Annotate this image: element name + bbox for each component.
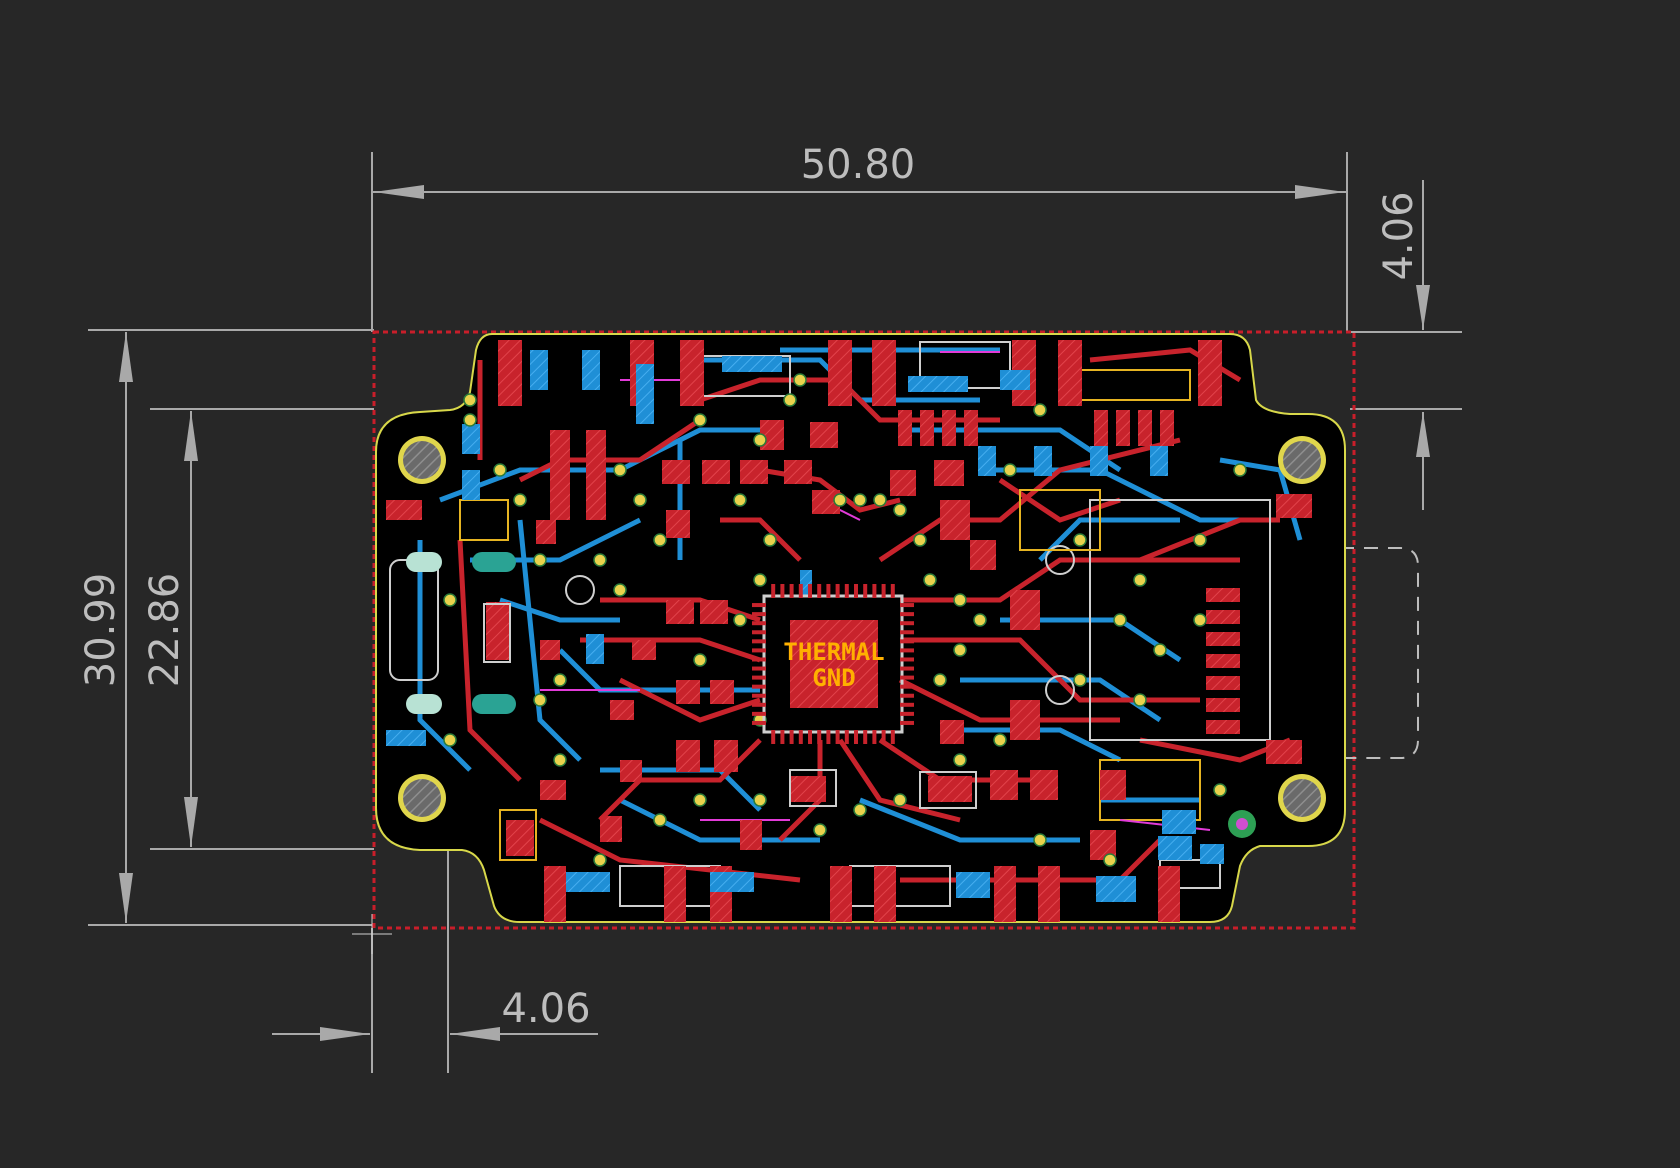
dimension-top-offset-label: 4.06	[1376, 191, 1422, 280]
mcu-pin	[835, 584, 840, 598]
mounting-holes	[398, 436, 1326, 838]
mcu-pin	[752, 612, 766, 617]
mcu-pin	[798, 584, 803, 598]
dimension-top-offset[interactable]: 4.06	[1350, 180, 1462, 510]
mcu-pin	[872, 730, 877, 744]
mcu-pin	[780, 584, 785, 598]
chip-label-line2: GND	[812, 664, 855, 692]
mcu-pin	[900, 666, 914, 671]
dimension-inner-height[interactable]: 22.86	[142, 408, 374, 850]
dimension-board-width-label: 50.80	[801, 142, 916, 188]
mcu-pin	[808, 584, 812, 598]
mcu-pin	[752, 603, 766, 608]
keepout-frame	[372, 330, 1356, 930]
mcu-pin	[752, 639, 766, 644]
mcu-pin	[854, 730, 858, 744]
mcu-pin	[900, 621, 914, 626]
mcu-pin	[900, 684, 914, 689]
mcu-pin	[752, 666, 766, 671]
mcu-pin	[771, 584, 776, 598]
mcu-pin	[817, 730, 822, 744]
mcu-pin	[900, 720, 914, 725]
mounting-hole-top-left	[398, 436, 446, 484]
mcu-pin	[900, 630, 914, 635]
mcu-pin	[900, 675, 914, 680]
ic-left	[483, 603, 511, 663]
mcu-pin	[752, 621, 766, 626]
mcu-pin	[900, 657, 914, 662]
mcu-pin	[752, 684, 766, 689]
mounting-hole-bottom-right	[1278, 774, 1326, 822]
usb-connector-outline	[1340, 547, 1419, 759]
mcu-pin	[890, 584, 895, 598]
usb-shell-pads	[406, 552, 516, 714]
mounting-hole-top-right	[1278, 436, 1326, 484]
mcu-pin	[900, 612, 914, 617]
dimension-annotations: 50.80 4.06 30.99 22.86	[78, 142, 1462, 1073]
mounting-hole-bottom-left	[398, 774, 446, 822]
mcu-pin	[752, 711, 766, 716]
mcu-pin	[752, 675, 766, 680]
dimension-left-offset-label: 4.06	[501, 986, 590, 1032]
mcu-pin	[752, 702, 766, 707]
mcu-pin	[826, 730, 831, 744]
mcu-pin	[900, 693, 914, 698]
mcu-pin	[900, 711, 914, 716]
top-smd-pads	[386, 340, 1312, 922]
mcu-pin	[872, 584, 877, 598]
mcu-pin	[844, 584, 849, 598]
mcu-pin	[835, 730, 840, 744]
mcu-pin	[826, 584, 831, 598]
mcu-pin	[798, 730, 803, 744]
dimension-board-height-label: 30.99	[78, 573, 124, 688]
mcu-pin	[900, 648, 914, 653]
mcu-pin	[808, 730, 812, 744]
dimension-inner-height-label: 22.86	[142, 573, 188, 688]
mcu-pin	[789, 584, 794, 598]
mcu-pin	[752, 648, 766, 653]
test-point-green	[1228, 810, 1256, 838]
mcu-pin	[789, 730, 794, 744]
mcu-pin	[752, 657, 766, 662]
mcu-pin	[752, 693, 766, 698]
mcu-pin	[817, 584, 822, 598]
small-ics	[483, 603, 977, 809]
mcu-pin	[890, 730, 895, 744]
bottom-smd-pads	[386, 350, 1224, 902]
mcu-pin	[752, 720, 766, 725]
mcu-pin	[752, 630, 766, 635]
mcu-pin	[771, 730, 776, 744]
mcu-pins	[752, 584, 914, 744]
mcu-pin	[863, 584, 868, 598]
ic-bottom-mid-a	[789, 769, 837, 807]
thermal-pad	[790, 620, 878, 708]
mcu-pin	[844, 730, 849, 744]
chip-label-line1: THERMAL	[783, 638, 884, 666]
pcb-board[interactable]: THERMAL GND	[375, 333, 1346, 923]
mcu-pin	[900, 603, 914, 608]
mcu-pin	[854, 584, 858, 598]
vias	[443, 373, 1247, 867]
ic-bottom-mid-b	[919, 771, 977, 809]
mcu-pin	[881, 730, 886, 744]
dimension-board-height[interactable]: 30.99	[78, 329, 374, 926]
mcu-pin	[900, 639, 914, 644]
mcu-pin	[780, 730, 785, 744]
mcu-pin	[881, 584, 886, 598]
main-mcu-chip[interactable]: THERMAL GND	[752, 584, 914, 744]
mcu-pin	[863, 730, 868, 744]
dimension-board-width[interactable]: 50.80	[371, 142, 1348, 332]
mcu-pin	[900, 702, 914, 707]
dimension-left-offset[interactable]: 4.06	[272, 640, 598, 1073]
